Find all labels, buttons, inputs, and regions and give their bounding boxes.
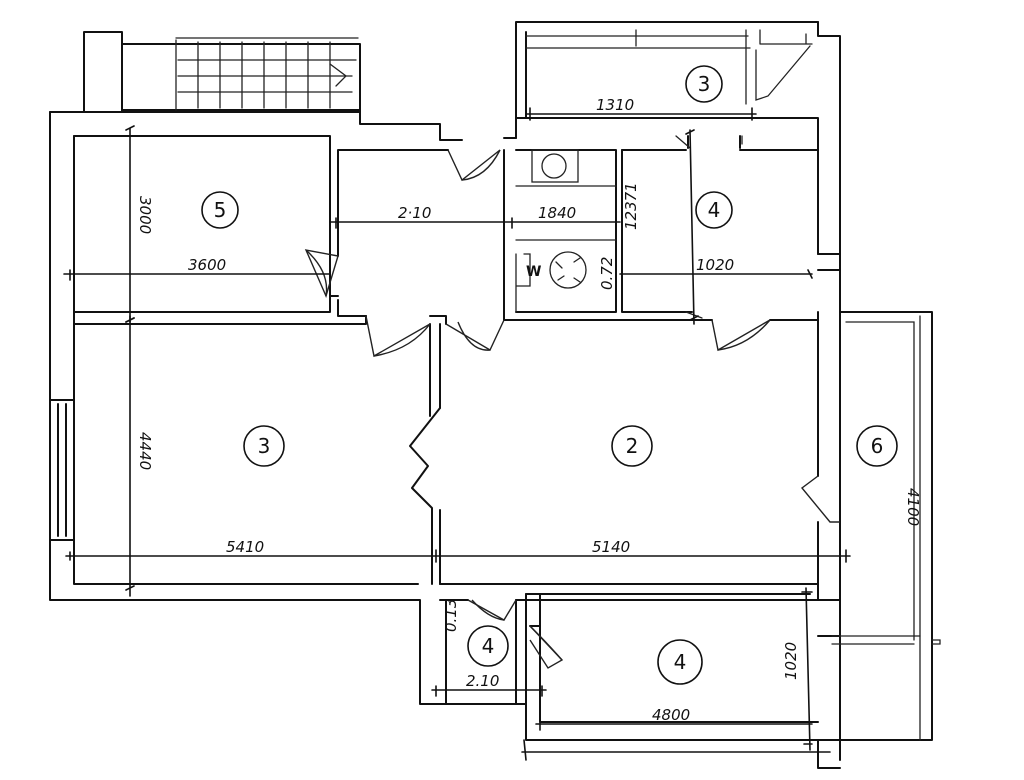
dim-1840: 1840 — [538, 204, 576, 222]
dim-0-72: 0.72 — [598, 257, 616, 290]
room-4-small-marker: 4 — [467, 625, 509, 667]
dim-2-10-bottom: 2.10 — [466, 672, 499, 690]
dim-5140: 5140 — [592, 538, 630, 556]
dim-4800: 4800 — [652, 706, 690, 724]
balcony — [831, 311, 941, 741]
room-6-label: 6 — [871, 434, 884, 458]
room-2-label: 2 — [626, 434, 639, 458]
dim-4100: 4100 — [904, 488, 922, 526]
dim-12371: 12371 — [622, 182, 640, 230]
dim-1020-bottom: 1020 — [782, 642, 800, 680]
dimension-labels: 1310 3000 2·10 1840 12371 3600 0.72 1020… — [136, 96, 922, 724]
dim-3600: 3600 — [188, 256, 226, 274]
washer-label: W — [526, 264, 541, 280]
room-3-top-marker: 3 — [685, 65, 723, 103]
dim-5410: 5410 — [226, 538, 264, 556]
room-5-marker: 5 — [201, 191, 239, 229]
room-6-marker: 6 — [856, 425, 898, 467]
room-2-marker: 2 — [611, 425, 653, 467]
dim-3000: 3000 — [136, 196, 154, 234]
exterior-walls — [49, 21, 841, 769]
room-4-right-label: 4 — [708, 198, 721, 222]
stairwell — [83, 31, 361, 119]
dim-1310: 1310 — [596, 96, 634, 114]
room-3-top-label: 3 — [698, 72, 711, 96]
bathroom-fixtures: W — [515, 149, 587, 313]
dim-4440: 4440 — [136, 432, 154, 470]
room-4-bottom-label: 4 — [674, 650, 687, 674]
room-4-bottom-marker: 4 — [657, 639, 703, 685]
dim-0-13: 0.13 — [442, 599, 460, 632]
dim-1020-top: 1020 — [696, 256, 734, 274]
room-5-label: 5 — [214, 198, 227, 222]
doors — [304, 149, 840, 669]
room-3-main-label: 3 — [258, 434, 271, 458]
room-labels: 3 5 4 3 2 6 4 4 — [201, 65, 898, 685]
room-4-right-marker: 4 — [695, 191, 733, 229]
dimension-lines — [63, 107, 851, 761]
dim-2-10-top: 2·10 — [398, 204, 431, 222]
room-4-small-label: 4 — [482, 634, 495, 658]
room-3-main-marker: 3 — [243, 425, 285, 467]
